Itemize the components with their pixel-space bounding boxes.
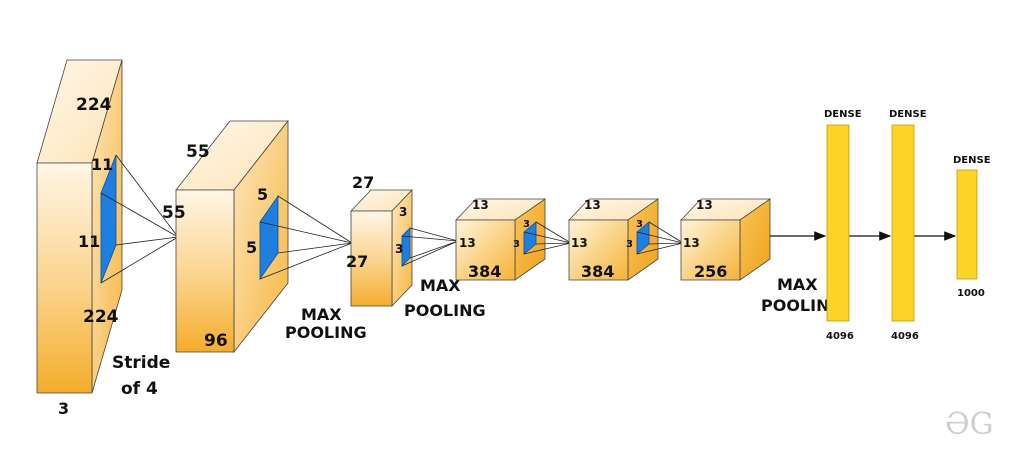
conv4-width-label: 13 (571, 236, 588, 250)
max-pooling-1: MAX POOLING (285, 305, 367, 342)
stride-label-line1: Stride (112, 353, 170, 373)
conv1-width-label: 55 (162, 203, 186, 223)
dense-layer-2-bar (891, 124, 915, 322)
conv1-kernel-h-label: 5 (257, 185, 268, 204)
max-pooling-3-line2: POOLING (761, 296, 843, 315)
dense-layer-1-label: DENSE (824, 109, 862, 120)
input-kernel-w-label: 11 (78, 232, 100, 251)
conv4-depth-label: 384 (581, 262, 614, 281)
input-volume-front (36, 162, 93, 394)
conv1-volume: 55 55 5 5 96 (162, 119, 353, 354)
conv3-width-label: 13 (459, 236, 476, 250)
input-height-label: 224 (76, 95, 112, 115)
conv2-to-conv3-lines (401, 227, 459, 267)
input-to-conv1-lines (100, 154, 179, 284)
max-pooling-3: MAX POOLING (761, 275, 843, 315)
dense-layer-2: DENSE 4096 (889, 109, 927, 342)
conv4-volume-front (568, 219, 629, 281)
conv3-volume: 13 13 3 3 384 (455, 198, 572, 281)
input-width-label: 224 (83, 307, 119, 327)
dense-layer-2-units: 4096 (891, 331, 919, 342)
conv5-volume: 13 13 256 (680, 198, 771, 281)
dense-layer-3-bar (956, 169, 978, 280)
conv4-kernel-h-label: 3 (636, 219, 643, 230)
conv2-kernel-h-label: 3 (399, 205, 407, 219)
input-kernel-h-label: 11 (91, 155, 113, 174)
conv3-to-conv4-lines (523, 221, 572, 255)
stride-label-line2: of 4 (121, 379, 158, 399)
conv1-volume-front (175, 189, 235, 353)
conv1-height-label: 55 (186, 142, 210, 162)
conv2-volume-front (350, 210, 393, 307)
conv1-depth-label: 96 (204, 331, 228, 351)
max-pooling-2-line1: MAX (420, 276, 461, 295)
conv5-height-label: 13 (696, 198, 713, 212)
dense-layer-2-label: DENSE (889, 109, 927, 120)
max-pooling-2: MAX POOLING (404, 276, 486, 320)
conv3-depth-label: 384 (468, 262, 501, 281)
gfg-logo: ƏG (945, 407, 994, 442)
max-pooling-1-line2: POOLING (285, 323, 367, 342)
conv3-height-label: 13 (472, 198, 489, 212)
conv4-kernel-w-label: 3 (626, 239, 633, 250)
max-pooling-3-line1: MAX (777, 275, 818, 294)
conv2-height-label: 27 (352, 173, 374, 192)
conv1-to-conv2-lines (259, 195, 353, 280)
conv2-kernel-w-label: 3 (395, 242, 403, 256)
conv2-volume: 27 27 3 3 (346, 173, 459, 307)
conv5-depth-label: 256 (694, 262, 727, 281)
dense-layer-3: DENSE 1000 (953, 155, 991, 299)
max-pooling-2-line2: POOLING (404, 301, 486, 320)
dense-layer-1-bar (826, 124, 850, 322)
conv3-volume-front (455, 219, 516, 281)
conv5-width-label: 13 (683, 236, 700, 250)
max-pooling-1-line1: MAX (301, 305, 342, 324)
conv3-kernel-h-label: 3 (523, 219, 530, 230)
conv4-to-conv5-lines (636, 221, 684, 255)
dense-layer-1-units: 4096 (826, 331, 854, 342)
conv1-kernel-w-label: 5 (246, 238, 257, 257)
dense-layer-1: DENSE 4096 (824, 109, 862, 342)
conv5-volume-front (680, 219, 741, 281)
conv4-volume: 13 13 3 3 384 (568, 198, 684, 281)
conv2-width-label: 27 (346, 252, 368, 271)
dense-layer-3-units: 1000 (957, 288, 985, 299)
dense-layer-3-label: DENSE (953, 155, 991, 166)
input-volume: 224 11 11 224 3 Stride of 4 (36, 59, 179, 418)
conv4-height-label: 13 (584, 198, 601, 212)
input-depth-label: 3 (58, 399, 69, 418)
conv3-kernel-w-label: 3 (513, 239, 520, 250)
